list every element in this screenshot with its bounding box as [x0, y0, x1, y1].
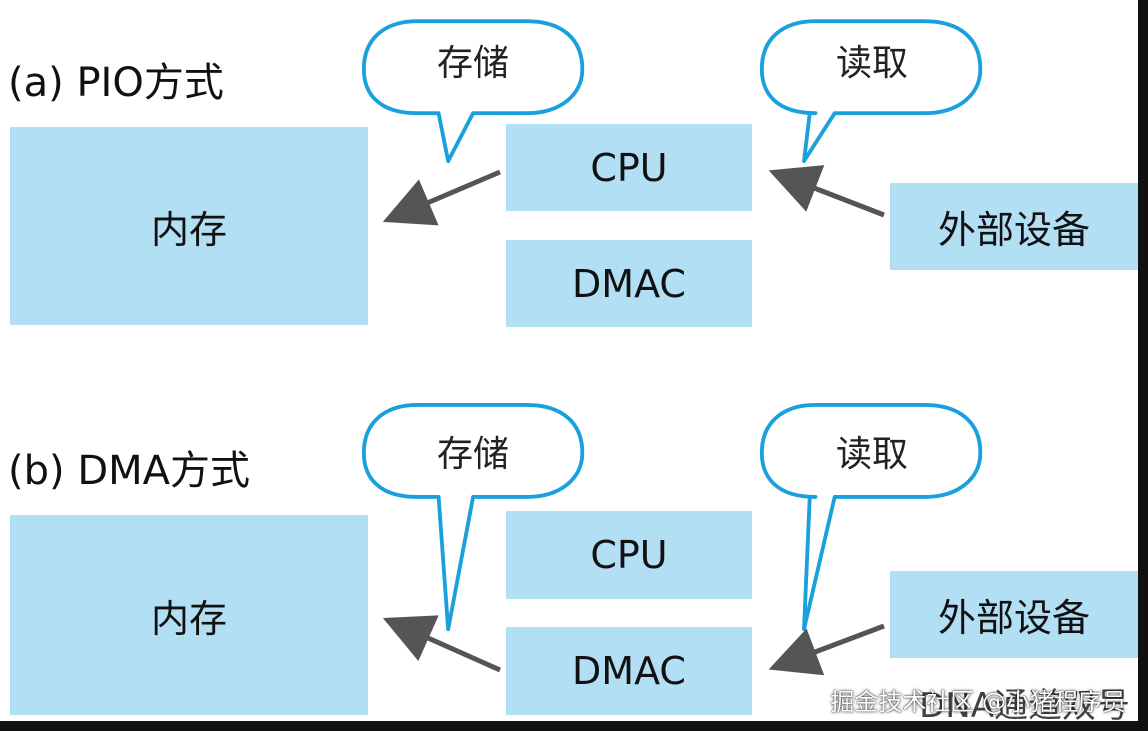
panel-b-device-to-dmac-arrow: [768, 623, 885, 676]
panel-b-cpu-label: CPU: [590, 533, 668, 577]
panel-b-dmac-label: DMAC: [572, 649, 686, 693]
panel-b-read-bubble: [759, 403, 983, 632]
panel-b-memory-label: 内存: [150, 596, 227, 641]
panel-b-store-bubble: [361, 403, 585, 632]
panel-a-device-box: 外部设备: [890, 183, 1138, 270]
panel-b-read-label: 读取: [836, 434, 909, 475]
panel-a-arrows: [382, 165, 885, 226]
panel-b-device-label: 外部设备: [937, 596, 1090, 640]
panel-a-store-bubble: [361, 19, 585, 163]
panel-b-arrows: [382, 615, 885, 676]
panel-b-device-box: 外部设备: [890, 571, 1138, 658]
panel-a-read-bubble: [759, 19, 983, 163]
site-watermark: 掘金技术社区 @小猪程序员: [830, 688, 1126, 716]
panel-b-store-label: 存储: [437, 434, 510, 475]
panel-b-dmac-to-memory-arrow: [382, 615, 502, 673]
panel-a-device-label: 外部设备: [937, 208, 1090, 252]
panel-b-title: (b) DMA方式: [8, 448, 250, 494]
diagram-canvas: (a) PIO方式 内存 CPU DMAC 外部设备 存储 读取 (b) DMA…: [0, 0, 1138, 721]
panel-a-memory-label: 内存: [150, 207, 227, 252]
panel-a-title: (a) PIO方式: [8, 60, 224, 106]
panel-a-device-to-cpu-arrow: [768, 165, 885, 218]
panel-a-cpu-to-memory-arrow: [382, 169, 501, 226]
panel-a-cpu-label: CPU: [590, 145, 668, 190]
panel-a-dmac-label: DMAC: [572, 261, 686, 306]
panel-b-memory-box: 内存: [10, 515, 368, 715]
panel-a-cpu-box: CPU: [506, 124, 752, 211]
panel-a-store-label: 存储: [437, 43, 510, 84]
panel-b-cpu-box: CPU: [506, 511, 752, 599]
panel-a-memory-box: 内存: [10, 127, 368, 325]
overlay-watermark: DNA通道双号: [919, 686, 1130, 721]
panel-a-read-label: 读取: [836, 43, 909, 84]
panel-b-dmac-box: DMAC: [506, 627, 752, 715]
panel-a-dmac-box: DMAC: [506, 240, 752, 327]
